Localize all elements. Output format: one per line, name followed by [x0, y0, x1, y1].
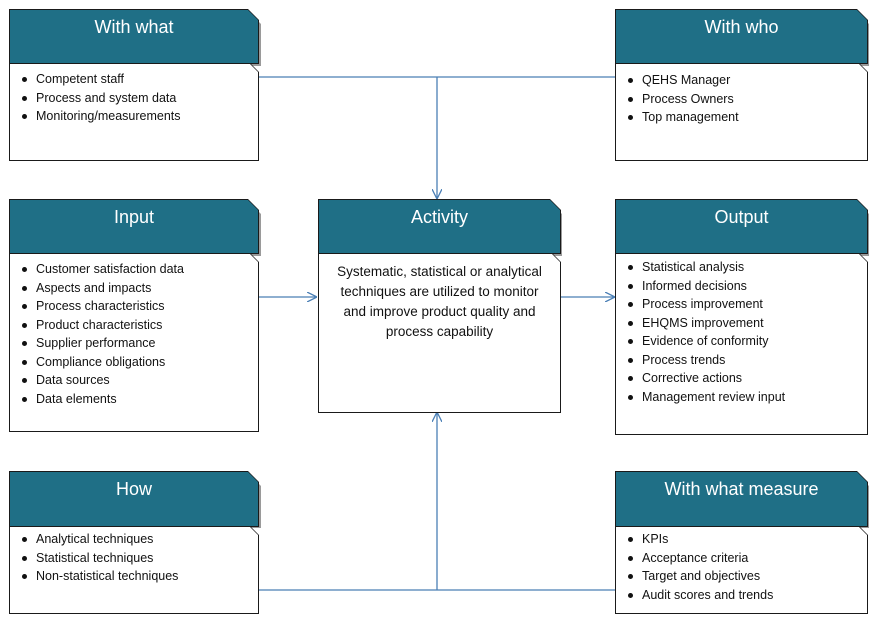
list-item: Process and system data [10, 89, 258, 108]
list-item: Audit scores and trends [616, 586, 867, 605]
list-item: Process trends [616, 351, 867, 370]
how-header: How [10, 472, 258, 526]
with-what-measure-header: With what measure [616, 472, 867, 526]
list-item: Analytical techniques [10, 530, 258, 549]
list-item: Data sources [10, 371, 258, 390]
list-item: EHQMS improvement [616, 314, 867, 333]
list-item: Target and objectives [616, 567, 867, 586]
list-item: Non-statistical techniques [10, 567, 258, 586]
list-item: Data elements [10, 390, 258, 409]
list-item: Top management [616, 108, 867, 127]
input-header: Input [10, 200, 258, 253]
list-item: Product characteristics [10, 316, 258, 335]
with-what-header: With what [10, 10, 258, 63]
list-item: Management review input [616, 388, 867, 407]
list-item: Acceptance criteria [616, 549, 867, 568]
list-item: Statistical analysis [616, 258, 867, 277]
output-header: Output [616, 200, 867, 253]
list-item: Process characteristics [10, 297, 258, 316]
list-item: Process Owners [616, 90, 867, 109]
activity-header: Activity [319, 200, 560, 253]
list-item: Supplier performance [10, 334, 258, 353]
activity-description: Systematic, statistical or analytical te… [337, 264, 542, 339]
list-item: Informed decisions [616, 277, 867, 296]
list-item: Corrective actions [616, 369, 867, 388]
list-item: Compliance obligations [10, 353, 258, 372]
list-item: Customer satisfaction data [10, 260, 258, 279]
with-who-header: With who [616, 10, 867, 63]
list-item: KPIs [616, 530, 867, 549]
list-item: Evidence of conformity [616, 332, 867, 351]
list-item: Statistical techniques [10, 549, 258, 568]
list-item: Competent staff [10, 70, 258, 89]
activity-body: Systematic, statistical or analytical te… [319, 254, 560, 412]
list-item: Monitoring/measurements [10, 107, 258, 126]
list-item: Process improvement [616, 295, 867, 314]
list-item: Aspects and impacts [10, 279, 258, 298]
list-item: QEHS Manager [616, 71, 867, 90]
